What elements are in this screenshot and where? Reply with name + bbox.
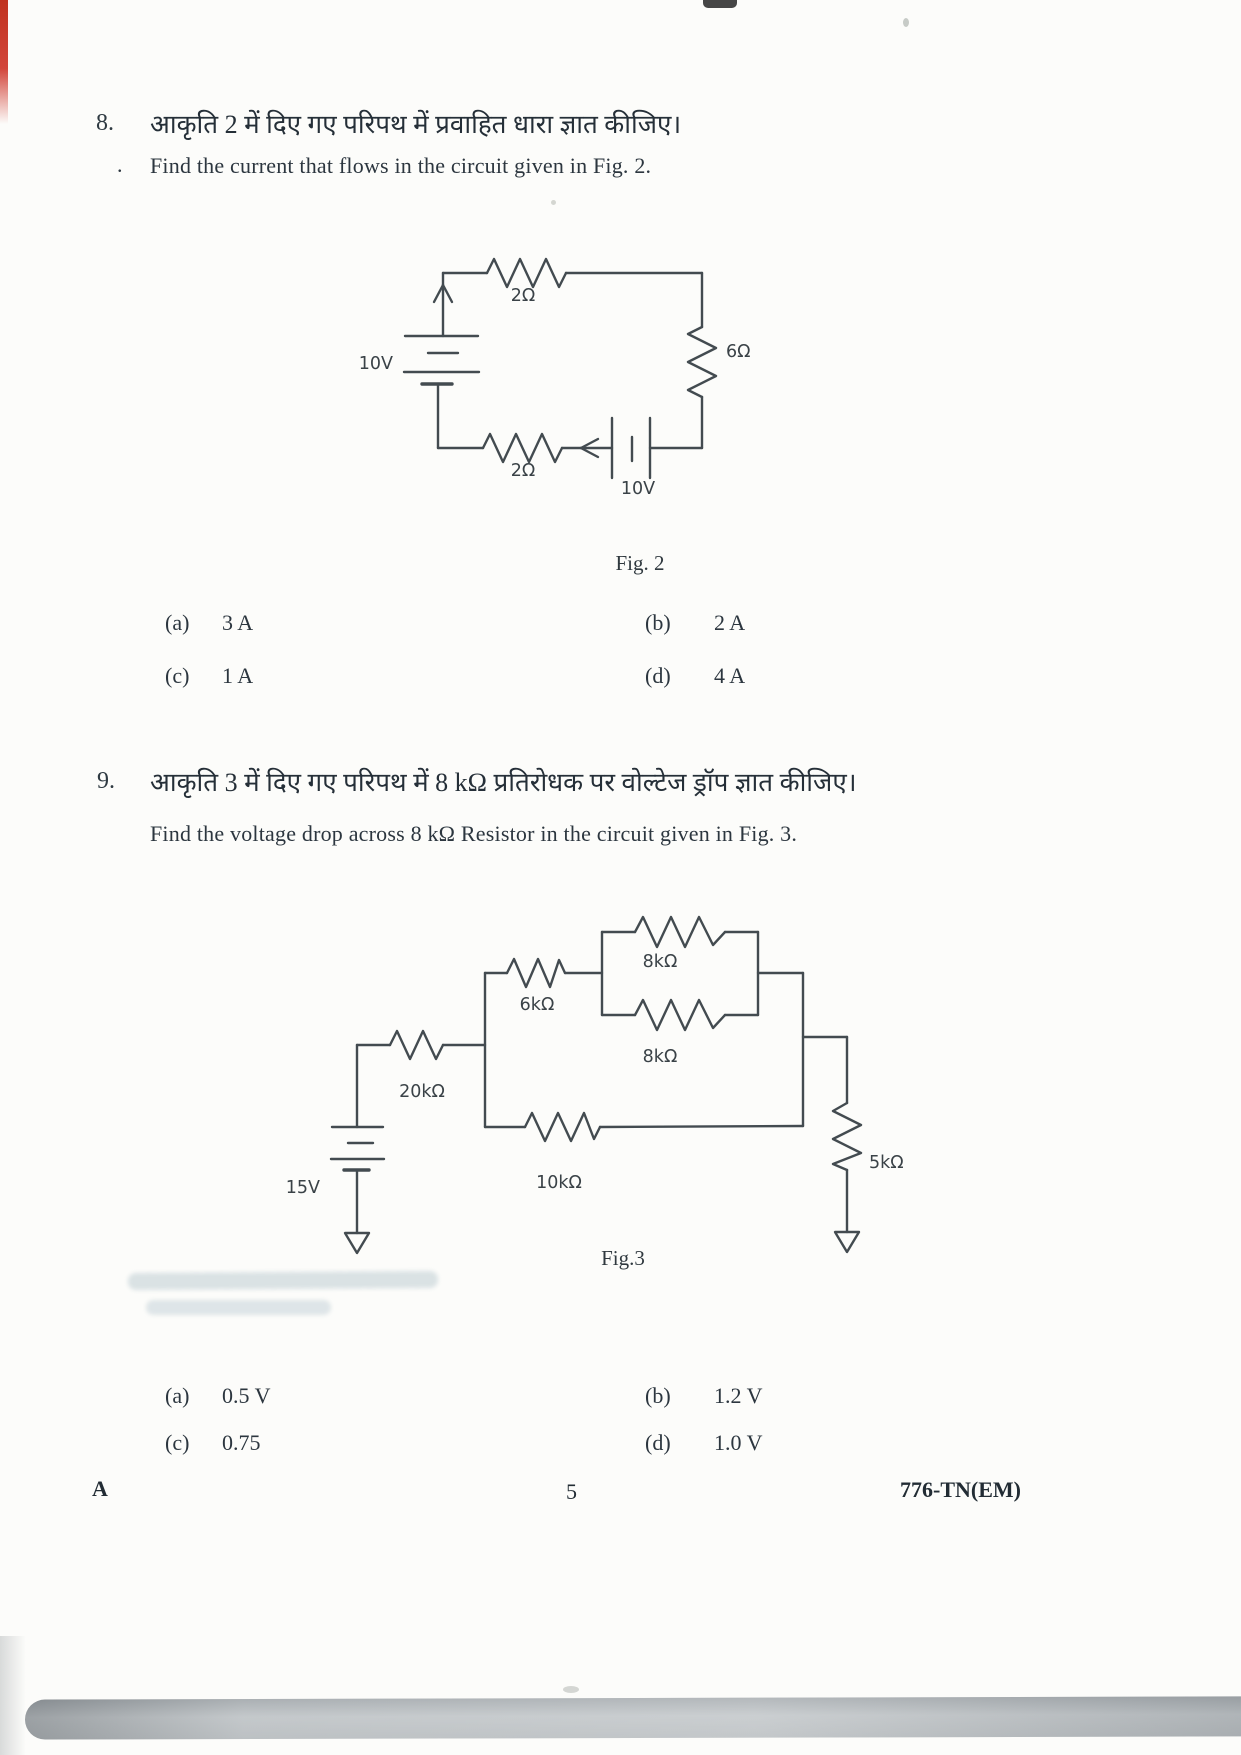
showthrough-text-artifact <box>146 1300 331 1315</box>
footer-page-number: 5 <box>566 1479 577 1504</box>
q9-option-c-key: (c) <box>165 1430 190 1455</box>
q9-option-d-key: (d) <box>645 1430 671 1455</box>
battery-symbol-15v <box>329 1125 386 1172</box>
current-arrow-left-icon <box>579 437 600 459</box>
resistor-8k-top <box>633 915 727 949</box>
page-curl-shade <box>0 1636 26 1755</box>
label-2ohm-bottom: 2Ω <box>511 461 536 481</box>
fig2-circuit-diagram: 2Ω 10V 6Ω 2Ω 10V <box>359 257 751 499</box>
resistor-10k <box>523 1111 602 1143</box>
label-6k: 6kΩ <box>520 995 555 1015</box>
footer-set-code: A <box>92 1476 108 1501</box>
label-20k: 20kΩ <box>399 1082 445 1102</box>
q9-option-d-value: 1.0 V <box>714 1430 763 1455</box>
battery-symbol-left <box>402 334 481 386</box>
q8-number: 8. <box>96 110 114 136</box>
scan-bottom-band-highlight <box>24 1696 1241 1740</box>
wire <box>598 1124 805 1129</box>
battery-symbol-bottom <box>610 416 652 480</box>
resistor-6ohm-right <box>686 325 718 399</box>
resistor-2ohm-top <box>485 257 568 289</box>
q9-option-b-key: (b) <box>645 1383 671 1408</box>
q8-option-a-value: 3 A <box>222 610 254 635</box>
resistor-20k <box>388 1029 445 1061</box>
q9-option-a-key: (a) <box>165 1383 190 1408</box>
q8-option-c-key: (c) <box>165 663 190 688</box>
ground-icon <box>833 1230 861 1254</box>
q8-option-a-key: (a) <box>165 610 190 635</box>
label-15v: 15V <box>286 1178 320 1198</box>
q8-option-d-key: (d) <box>645 663 671 688</box>
q8-option-c-value: 1 A <box>222 663 254 688</box>
q9-option-b-value: 1.2 V <box>714 1383 763 1408</box>
fig3-circuit-diagram: 20kΩ 15V 6kΩ 8kΩ 8kΩ 10kΩ 5kΩ <box>286 915 904 1255</box>
footer-paper-code: 776-TN(EM) <box>900 1477 1021 1502</box>
scan-speck <box>903 18 909 27</box>
q8-option-d-value: 4 A <box>714 663 746 688</box>
q8-option-b-value: 2 A <box>714 610 746 635</box>
resistor-6k <box>505 957 567 989</box>
label-8k-bottom: 8kΩ <box>643 1047 678 1067</box>
q9-question-hindi: आकृति 3 में दिए गए परिपथ में 8 kΩ प्रतिर… <box>150 768 857 797</box>
scan-top-mark-artifact <box>703 0 737 8</box>
fig3-caption: Fig.3 <box>601 1246 645 1270</box>
label-10v-bottom: 10V <box>621 479 655 499</box>
q8-stray-dot: . <box>117 152 123 177</box>
q9-question-english: Find the voltage drop across 8 kΩ Resist… <box>150 821 798 846</box>
q8-question-english: Find the current that flows in the circu… <box>150 153 652 178</box>
label-2ohm-top: 2Ω <box>511 286 536 306</box>
label-6ohm: 6Ω <box>726 342 751 362</box>
q9-option-c-value: 0.75 <box>222 1430 261 1455</box>
ground-icon <box>343 1231 371 1255</box>
q8-question-hindi: आकृति 2 में दिए गए परिपथ में प्रवाहित धा… <box>150 110 682 139</box>
resistor-2ohm-bottom <box>481 432 564 464</box>
resistor-8k-bottom <box>633 998 727 1032</box>
label-10v-left: 10V <box>359 354 393 374</box>
fig2-caption: Fig. 2 <box>615 551 665 575</box>
q9-number: 9. <box>97 768 115 794</box>
scan-speck <box>563 1686 579 1693</box>
q9-option-a-value: 0.5 V <box>222 1383 271 1408</box>
label-5k: 5kΩ <box>869 1153 904 1173</box>
scan-red-edge-artifact <box>0 0 8 124</box>
resistor-5k <box>831 1101 863 1172</box>
scan-speck <box>551 200 556 205</box>
label-8k-top: 8kΩ <box>643 952 678 972</box>
q8-option-b-key: (b) <box>645 610 671 635</box>
label-10k: 10kΩ <box>536 1173 582 1193</box>
current-arrow-up-icon <box>432 283 454 304</box>
